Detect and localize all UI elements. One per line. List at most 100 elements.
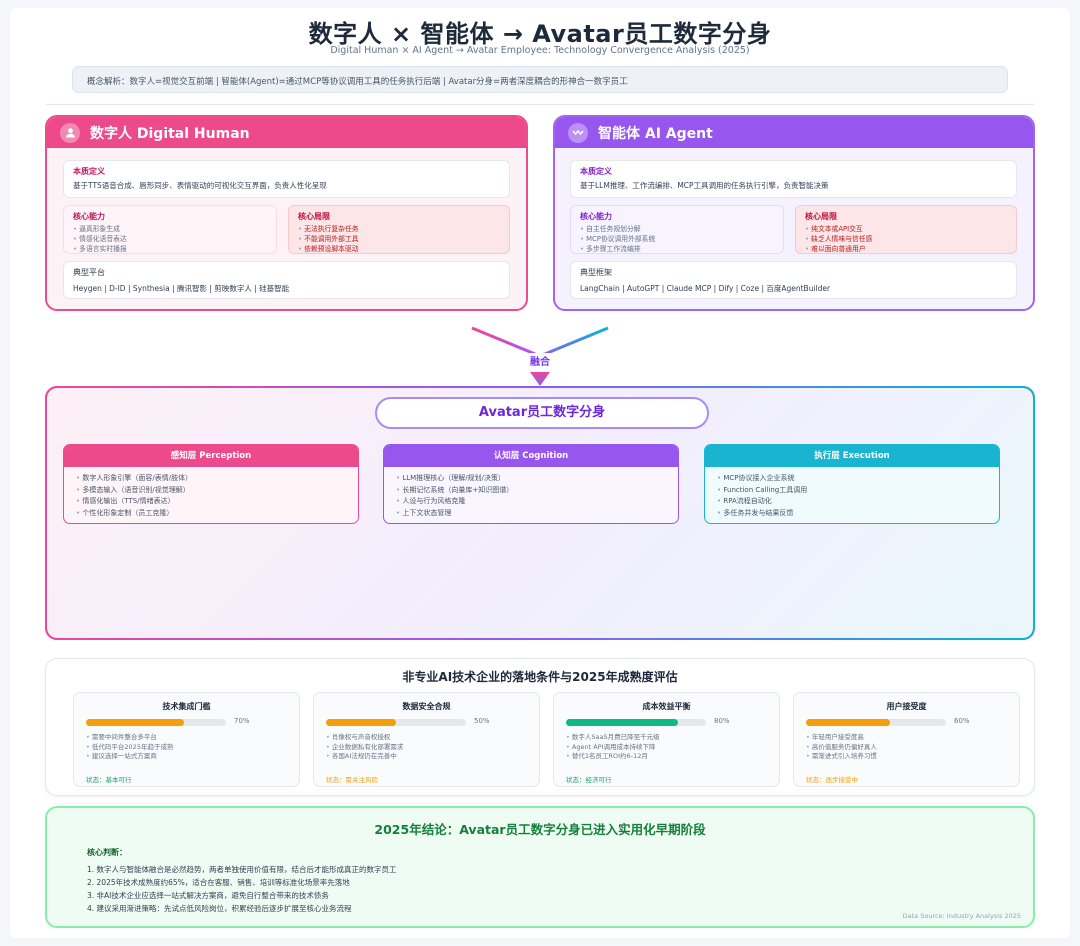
- cognition-layer: 认知层 Cognition LLM推理核心（理解/规划/决策） 长期记忆系统（向…: [383, 444, 679, 524]
- ag-definition-text: 基于LLM推理、工作流编排、MCP工具调用的任务执行引擎，负责智能决策: [580, 181, 829, 190]
- execution-layer: 执行层 Execution MCP协议接入企业系统 Function Calli…: [704, 444, 1000, 524]
- list-item: 人设与行为风格克隆: [396, 496, 678, 508]
- list-item: 各国AI法规仍在完善中: [326, 752, 403, 762]
- conclusion-subtitle: 核心判断：: [87, 848, 127, 857]
- list-item: 上下文状态管理: [396, 508, 678, 520]
- list-item: 个性化形象定制（员工克隆）: [76, 508, 358, 520]
- progress-track: [806, 719, 946, 726]
- merge-label: 融合: [525, 353, 555, 368]
- page-subtitle: Digital Human × AI Agent → Avatar Employ…: [330, 45, 750, 56]
- avatar-title: Avatar员工数字分身: [375, 397, 709, 429]
- perception-title: 感知层 Perception: [64, 445, 358, 467]
- execution-title: 执行层 Execution: [705, 445, 999, 467]
- dh-platforms-box: 典型平台 Heygen | D-ID | Synthesia | 腾讯智影 | …: [63, 261, 510, 299]
- ag-frameworks-title: 典型框架: [580, 268, 612, 277]
- list-item: 低代码平台2025年趋于成熟: [86, 743, 174, 753]
- conclusion-section: 2025年结论：Avatar员工数字分身已进入实用化早期阶段 核心判断： 1. …: [45, 806, 1035, 928]
- page: 数字人 × 智能体 → Avatar员工数字分身 Digital Human ×…: [10, 8, 1070, 938]
- cognition-title: 认知层 Cognition: [384, 445, 678, 467]
- avatar-section: Avatar员工数字分身 感知层 Perception 数字人形象引擎（面容/表…: [45, 386, 1035, 640]
- status-text: 状态：需关注风险: [326, 776, 378, 784]
- progress-value: 60%: [954, 717, 970, 725]
- list-item: 4. 建议采用渐进策略：先试点低风险岗位，积累经验后逐步扩展至核心业务流程: [87, 904, 352, 913]
- list-item: 肖像权与声音权授权: [326, 733, 403, 743]
- ag-limits-title: 核心局限: [805, 212, 837, 221]
- digital-human-header: 数字人 Digital Human: [47, 117, 526, 148]
- data-source: Data Source: Industry Analysis 2025: [902, 912, 1021, 920]
- list-item: 企业数据私有化部署需求: [326, 743, 404, 753]
- maturity-card-title: 用户接受度: [886, 702, 927, 711]
- ag-capabilities-box: 核心能力 自主任务规划分解 MCP协议调用外部系统 多步骤工作流编排: [570, 205, 784, 254]
- progress-value: 80%: [714, 717, 730, 725]
- digital-human-title: 数字人 Digital Human: [90, 125, 250, 142]
- list-item: 建议选择一站式方案商: [86, 752, 173, 762]
- maturity-card: 数据安全合规 50% 肖像权与声音权授权 企业数据私有化部署需求 各国AI法规仍…: [313, 692, 540, 787]
- list-item: 多模态输入（语音识别/视觉理解）: [76, 485, 358, 497]
- ag-limits-box: 核心局限 纯文本或API交互 缺乏人情味与信任感 难以面向普通用户: [795, 205, 1017, 254]
- progress-fill: [566, 719, 678, 726]
- list-item: 年轻用户接受度高: [806, 733, 877, 743]
- progress-track: [326, 719, 466, 726]
- list-item: 多步骤工作流编排: [580, 244, 783, 254]
- ag-frameworks-box: 典型框架 LangChain | AutoGPT | Claude MCP | …: [570, 261, 1017, 299]
- list-item: MCP协议调用外部系统: [580, 234, 783, 244]
- digital-human-card: 数字人 Digital Human 本质定义 基于TTS语音合成、唇形同步、表情…: [45, 115, 528, 311]
- list-item: 情感化语音表达: [73, 234, 276, 244]
- page-title: 数字人 × 智能体 → Avatar员工数字分身: [308, 20, 772, 48]
- conclusion-title: 2025年结论：Avatar员工数字分身已进入实用化早期阶段: [374, 822, 706, 837]
- ai-agent-title: 智能体 AI Agent: [598, 125, 713, 142]
- progress-fill: [86, 719, 184, 726]
- list-item: 难以面向普通用户: [805, 244, 1016, 254]
- list-item: 需渐进式引入培养习惯: [806, 752, 877, 762]
- maturity-card: 用户接受度 60% 年轻用户接受度高 高价值服务仍偏好真人 需渐进式引入培养习惯…: [793, 692, 1020, 787]
- list-item: 不能调用外部工具: [298, 234, 509, 244]
- maturity-card-title: 技术集成门槛: [162, 702, 211, 711]
- dh-definition-text: 基于TTS语音合成、唇形同步、表情驱动的可视化交互界面，负责人性化呈现: [73, 181, 327, 190]
- maturity-card-title: 数据安全合规: [402, 702, 451, 711]
- progress-value: 70%: [234, 717, 250, 725]
- list-item: 长期记忆系统（向量库+知识图谱）: [396, 485, 678, 497]
- list-item: 多任务并发与结果反馈: [717, 508, 999, 520]
- status-text: 状态：基本可行: [86, 776, 132, 784]
- list-item: LLM推理核心（理解/规划/决策）: [396, 473, 678, 485]
- list-item: RPA流程自动化: [717, 496, 999, 508]
- list-item: Function Calling工具调用: [717, 485, 999, 497]
- agent-icon: [568, 122, 588, 143]
- list-item: 依赖预设脚本驱动: [298, 244, 509, 254]
- dh-limits-title: 核心局限: [298, 212, 330, 221]
- progress-fill: [806, 719, 890, 726]
- list-item: 3. 非AI技术企业应选择一站式解决方案商，避免自行整合带来的技术债务: [87, 891, 329, 900]
- status-text: 状态：经济可行: [566, 776, 612, 784]
- list-item: MCP协议接入企业系统: [717, 473, 999, 485]
- maturity-card: 技术集成门槛 70% 需要中间件整合多平台 低代码平台2025年趋于成熟 建议选…: [73, 692, 300, 787]
- merge-line-right: [539, 326, 609, 358]
- arrow-down-icon: [530, 372, 550, 386]
- list-item: Agent API调用成本持续下降: [566, 743, 660, 753]
- progress-track: [86, 719, 226, 726]
- dh-capabilities-box: 核心能力 逼真形象生成 情感化语音表达 多语言实时播报: [63, 205, 277, 254]
- list-item: 数字人形象引擎（面容/表情/肢体）: [76, 473, 358, 485]
- maturity-title: 非专业AI技术企业的落地条件与2025年成熟度评估: [402, 670, 678, 684]
- list-item: 数字人SaaS月费已降至千元级: [566, 733, 660, 743]
- ai-agent-header: 智能体 AI Agent: [555, 117, 1033, 148]
- ag-definition-box: 本质定义 基于LLM推理、工作流编排、MCP工具调用的任务执行引擎，负责智能决策: [570, 160, 1017, 198]
- maturity-section: 非专业AI技术企业的落地条件与2025年成熟度评估 技术集成门槛 70% 需要中…: [45, 658, 1035, 796]
- user-icon: [60, 122, 80, 143]
- list-item: 情感化输出（TTS/情绪表达）: [76, 496, 358, 508]
- list-item: 高价值服务仍偏好真人: [806, 743, 877, 753]
- progress-track: [566, 719, 706, 726]
- merge-line-left: [471, 326, 541, 358]
- dh-limits-box: 核心局限 无法执行复杂任务 不能调用外部工具 依赖预设脚本驱动: [288, 205, 510, 254]
- ag-frameworks-text: LangChain | AutoGPT | Claude MCP | Dify …: [580, 284, 831, 293]
- dh-platforms-text: Heygen | D-ID | Synthesia | 腾讯智影 | 剪映数字人…: [73, 284, 290, 293]
- ai-agent-card: 智能体 AI Agent 本质定义 基于LLM推理、工作流编排、MCP工具调用的…: [553, 115, 1035, 311]
- list-item: 需要中间件整合多平台: [86, 733, 173, 743]
- maturity-card: 成本效益平衡 80% 数字人SaaS月费已降至千元级 Agent API调用成本…: [553, 692, 780, 787]
- list-item: 自主任务规划分解: [580, 224, 783, 234]
- progress-fill: [326, 719, 396, 726]
- maturity-card-title: 成本效益平衡: [642, 702, 691, 711]
- dh-platforms-title: 典型平台: [73, 268, 105, 277]
- list-item: 1. 数字人与智能体融合是必然趋势，两者单独使用价值有限，结合后才能形成真正的数…: [87, 865, 397, 874]
- progress-value: 50%: [474, 717, 490, 725]
- dh-definition-box: 本质定义 基于TTS语音合成、唇形同步、表情驱动的可视化交互界面，负责人性化呈现: [63, 160, 510, 198]
